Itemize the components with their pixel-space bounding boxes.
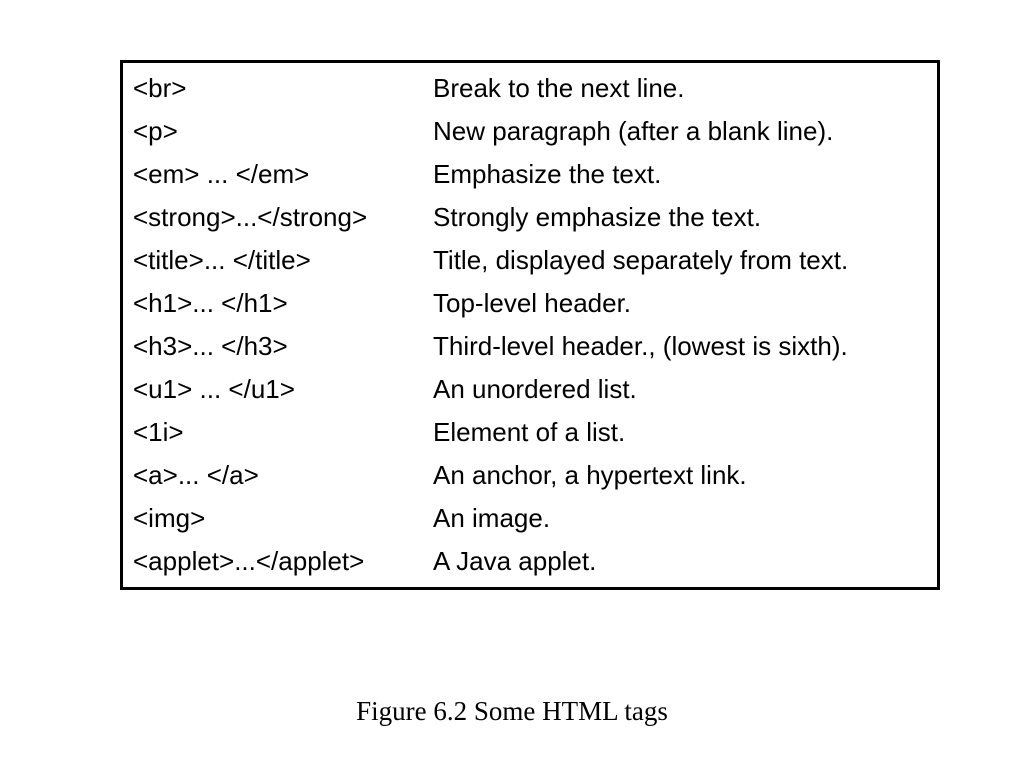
- tag-cell: <em> ... </em>: [133, 159, 310, 189]
- description-cell: An unordered list.: [433, 374, 637, 404]
- tag-cell: <img>: [133, 503, 206, 533]
- table-row: <a>... </a> An anchor, a hypertext link.: [123, 454, 937, 497]
- description-cell: Top-level header.: [433, 288, 632, 318]
- table-row: <em> ... </em> Emphasize the text.: [123, 153, 937, 196]
- description-cell: Break to the next line.: [433, 73, 685, 103]
- tag-cell: <br>: [133, 73, 187, 103]
- description-cell: Title, displayed separately from text.: [433, 245, 849, 275]
- table-row: <img> An image.: [123, 497, 937, 540]
- description-cell: An image.: [433, 503, 551, 533]
- table-row: <strong>...</strong> Strongly emphasize …: [123, 196, 937, 239]
- tag-cell: <1i>: [133, 417, 184, 447]
- tag-cell: <title>... </title>: [133, 245, 311, 275]
- table-row: <title>... </title> Title, displayed sep…: [123, 239, 937, 282]
- tag-cell: <h1>... </h1>: [133, 288, 288, 318]
- html-tags-table: <br> Break to the next line. <p> New par…: [120, 60, 940, 590]
- description-cell: A Java applet.: [433, 546, 597, 576]
- table-row: <p> New paragraph (after a blank line).: [123, 110, 937, 153]
- description-cell: Third-level header., (lowest is sixth).: [433, 331, 848, 361]
- table-row: <br> Break to the next line.: [123, 67, 937, 110]
- table-row: <u1> ... </u1> An unordered list.: [123, 368, 937, 411]
- description-cell: New paragraph (after a blank line).: [433, 116, 834, 146]
- tag-cell: <u1> ... </u1>: [133, 374, 295, 404]
- table-row: <h3>... </h3> Third-level header., (lowe…: [123, 325, 937, 368]
- tag-cell: <applet>...</applet>: [133, 546, 365, 576]
- description-cell: Emphasize the text.: [433, 159, 662, 189]
- figure-caption: Figure 6.2 Some HTML tags: [356, 696, 668, 726]
- table-row: <applet>...</applet> A Java applet.: [123, 540, 937, 583]
- tag-cell: <a>... </a>: [133, 460, 259, 490]
- tag-cell: <h3>... </h3>: [133, 331, 288, 361]
- tag-cell: <strong>...</strong>: [133, 202, 368, 232]
- description-cell: Element of a list.: [433, 417, 626, 447]
- table-row: <1i> Element of a list.: [123, 411, 937, 454]
- description-cell: Strongly emphasize the text.: [433, 202, 762, 232]
- description-cell: An anchor, a hypertext link.: [433, 460, 747, 490]
- tag-cell: <p>: [133, 116, 178, 146]
- table-row: <h1>... </h1> Top-level header.: [123, 282, 937, 325]
